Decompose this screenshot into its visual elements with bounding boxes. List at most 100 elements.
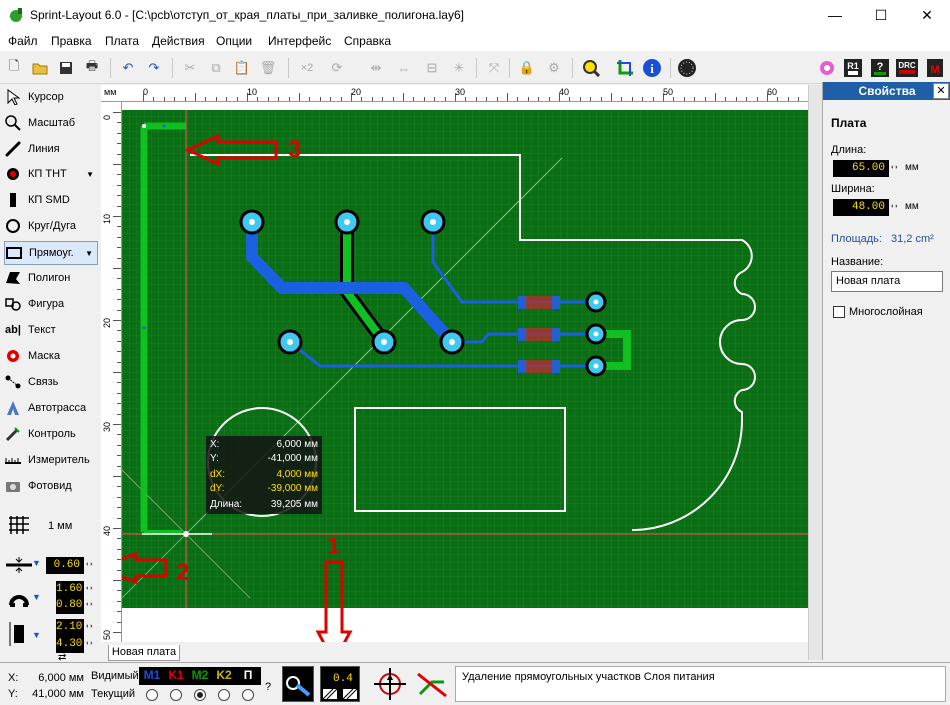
tool-figure[interactable]: Фигура: [4, 292, 98, 316]
pcb-workspace[interactable]: 3 2 1 X: 6,000 мм Y: -41,000 мм dX: 4,00…: [122, 102, 808, 642]
menu-file[interactable]: Файл: [8, 34, 38, 48]
swap-icon[interactable]: ⇄: [58, 652, 67, 663]
lock-icon[interactable]: 🔒: [518, 60, 536, 75]
menu-board[interactable]: Плата: [105, 34, 140, 48]
smd-resistor-2[interactable]: [518, 328, 560, 341]
rotate-icon[interactable]: ⟳: [331, 60, 343, 75]
delete-icon[interactable]: 🗑: [259, 60, 277, 75]
pad-dropdown-icon[interactable]: ▼: [32, 592, 41, 602]
layer-K1-radio[interactable]: [170, 689, 182, 701]
tool-control[interactable]: Контроль: [4, 422, 98, 446]
cut-icon[interactable]: ✂: [184, 60, 196, 75]
board-name-input[interactable]: Новая плата: [831, 271, 943, 292]
tool-dropdown-icon[interactable]: ▼: [85, 248, 93, 258]
layer-П-toggle[interactable]: П: [243, 668, 253, 682]
tool-autoroute[interactable]: Автотрасса: [4, 396, 98, 420]
tool-line[interactable]: Линия: [4, 137, 98, 161]
tool-circle-arc[interactable]: Круг/Дуга: [4, 214, 98, 238]
layer-M2-radio[interactable]: [194, 689, 206, 701]
tool-ruler[interactable]: Измеритель: [4, 448, 98, 472]
close-button[interactable]: ✕: [921, 7, 933, 23]
mask-layer-icon[interactable]: M: [924, 57, 946, 79]
test-icon[interactable]: ?: [869, 57, 891, 79]
group-icon[interactable]: ⊟: [426, 60, 438, 75]
fill-mode-button[interactable]: [282, 666, 314, 702]
track-width-field[interactable]: 0.60: [46, 557, 84, 574]
spinner-icon[interactable]: ◖◗: [85, 601, 94, 608]
help-mark[interactable]: ?: [265, 681, 272, 693]
zoom-icon[interactable]: [580, 57, 602, 79]
tool-rectangle[interactable]: Прямоуг.▼: [4, 241, 98, 265]
tool-camera[interactable]: Фотовид: [4, 474, 98, 498]
undo-icon[interactable]: ↶: [122, 60, 134, 75]
multilayer-checkbox[interactable]: [833, 306, 845, 318]
origin-icon[interactable]: [614, 57, 636, 79]
menu-edit[interactable]: Правка: [51, 34, 92, 48]
minimize-button[interactable]: —: [828, 7, 842, 23]
mirror-icon[interactable]: ⇹: [370, 60, 382, 75]
open-folder-icon[interactable]: [29, 57, 51, 79]
menu-actions[interactable]: Действия: [152, 34, 205, 48]
smd-width-field[interactable]: 2.10: [56, 619, 84, 636]
layer-M1-radio[interactable]: [146, 689, 158, 701]
menu-options[interactable]: Опции: [216, 34, 253, 48]
tool-tht-pad[interactable]: КП ТНТ▼: [4, 162, 98, 186]
copy-icon[interactable]: ⧉: [211, 60, 221, 75]
print-icon[interactable]: 🖶: [85, 58, 99, 73]
drc-icon[interactable]: DRC: [896, 57, 918, 79]
spinner-icon[interactable]: ◖◗: [85, 561, 94, 568]
ungroup-icon[interactable]: ✳: [453, 60, 465, 75]
smd-height-field[interactable]: 4.30: [56, 636, 84, 653]
align-icon[interactable]: ⇔: [397, 60, 411, 76]
track-width-dropdown-icon[interactable]: ▼: [32, 558, 41, 568]
length-field[interactable]: 65.00: [833, 160, 889, 177]
layer-K2-toggle[interactable]: K2: [216, 668, 232, 682]
tool-dropdown-icon[interactable]: ▼: [86, 169, 94, 179]
menu-help[interactable]: Справка: [344, 34, 392, 48]
info-icon[interactable]: i: [641, 57, 663, 79]
new-file-icon[interactable]: 🗋: [8, 58, 20, 73]
target-icon[interactable]: [372, 666, 408, 702]
maximize-button[interactable]: ☐: [874, 7, 888, 23]
properties-close-button[interactable]: ✕: [933, 83, 949, 99]
spinner-icon[interactable]: ◖◗: [85, 623, 94, 630]
spinner-icon[interactable]: ◖◗: [85, 585, 94, 592]
tool-text[interactable]: ab|Текст: [4, 318, 98, 342]
pad-outer-field[interactable]: 1.60: [56, 581, 84, 598]
duplicate-icon[interactable]: ×2: [300, 62, 314, 74]
paste-icon[interactable]: 📋: [233, 60, 251, 75]
tool-connection[interactable]: Связь: [4, 370, 98, 394]
spinner-icon[interactable]: ◖◗: [85, 640, 94, 647]
tool-mask[interactable]: Маска: [4, 344, 98, 368]
grid-selector[interactable]: 1 мм: [4, 512, 98, 540]
menu-interface[interactable]: Интерфейс: [268, 34, 332, 48]
tool-magnifier[interactable]: Масштаб: [4, 111, 98, 135]
pad-inner-field[interactable]: 0.80: [56, 597, 84, 614]
polygon-spacing-button[interactable]: 0.4: [320, 666, 360, 702]
unlock-icon[interactable]: ⚙: [548, 60, 560, 75]
pcb-canvas[interactable]: 3 2 1: [122, 102, 808, 642]
layer-П-radio[interactable]: [242, 689, 254, 701]
layer-K1-toggle[interactable]: K1: [168, 668, 184, 682]
width-field[interactable]: 48.00: [833, 199, 889, 216]
macro-icon[interactable]: [816, 57, 838, 79]
smd-resistor-1[interactable]: [518, 296, 560, 309]
tool-smd-pad[interactable]: КП SMD: [4, 188, 98, 212]
tab-new-board[interactable]: Новая плата: [108, 645, 180, 661]
vertical-scrollbar[interactable]: [808, 85, 822, 660]
spinner-icon[interactable]: ◖◗: [890, 203, 899, 210]
redo-icon[interactable]: ↷: [148, 60, 160, 75]
layer-M2-toggle[interactable]: M2: [191, 668, 209, 682]
no-connection-icon[interactable]: [414, 666, 450, 702]
tool-cursor-arrow[interactable]: Курсор: [4, 85, 98, 109]
save-icon[interactable]: [55, 57, 77, 79]
layer-K2-radio[interactable]: [218, 689, 230, 701]
smd-resistor-3[interactable]: [518, 360, 560, 373]
smd-dropdown-icon[interactable]: ▼: [32, 630, 41, 640]
layer-M1-toggle[interactable]: M1: [143, 668, 161, 682]
r1-report-icon[interactable]: R1: [842, 57, 864, 79]
footprint-library-icon[interactable]: [676, 57, 698, 79]
snap-icon[interactable]: ⤧: [488, 60, 500, 75]
tool-polygon[interactable]: Полигон: [4, 266, 98, 290]
spinner-icon[interactable]: ◖◗: [890, 164, 899, 171]
